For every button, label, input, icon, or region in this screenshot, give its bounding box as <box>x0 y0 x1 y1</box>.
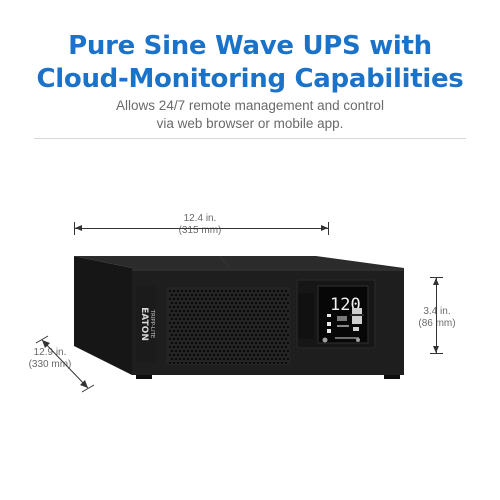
width-arrow-left-icon <box>75 225 82 231</box>
width-tick-left <box>74 222 75 235</box>
ups-top-face <box>74 256 404 268</box>
display-side-panel <box>298 293 314 339</box>
menu-button-icon <box>356 338 360 342</box>
width-dimension-label: 12.4 in. (315 mm) <box>150 213 250 237</box>
ventilation-grille <box>166 287 290 365</box>
page-heading: Pure Sine Wave UPS with Cloud-Monitoring… <box>0 30 500 96</box>
depth-arrow-top-icon <box>42 340 50 348</box>
ups-side-face <box>74 256 132 375</box>
height-arrow-up-icon <box>432 278 439 285</box>
width-arrow-right-icon <box>321 225 328 231</box>
width-tick-right <box>328 222 329 235</box>
brand-sub-logo: TRIPP-LITE <box>149 309 155 339</box>
header-divider <box>34 138 466 139</box>
depth-imperial: 12.9 in. <box>33 347 67 358</box>
height-tick-top <box>430 277 443 278</box>
depth-dimension-label: 12.9 in. (330 mm) <box>22 347 78 371</box>
height-arrow-down-icon <box>432 346 439 353</box>
lcd-indicator-icon <box>327 314 331 317</box>
brand-panel <box>136 286 156 362</box>
page-subheading: Allows 24/7 remote management and contro… <box>0 97 500 133</box>
width-metric: (315 mm) <box>178 225 222 236</box>
depth-arrow-bottom-icon <box>80 380 88 388</box>
height-dimension-line <box>436 278 437 353</box>
ups-foot-right <box>384 375 400 379</box>
lcd-battery-icon <box>337 316 347 321</box>
depth-metric: (330 mm) <box>28 359 72 370</box>
depth-dimension-line <box>35 335 95 393</box>
subheading-line-1: Allows 24/7 remote management and contro… <box>116 98 384 113</box>
heading-line-2: Cloud-Monitoring Capabilities <box>36 64 464 94</box>
height-tick-bottom <box>430 353 443 354</box>
subheading-line-2: via web browser or mobile app. <box>156 116 344 131</box>
width-imperial: 12.4 in. <box>183 213 217 224</box>
power-button-icon <box>322 337 328 343</box>
ups-foot-left <box>136 375 152 379</box>
heading-line-1: Pure Sine Wave UPS with <box>68 31 432 61</box>
height-imperial: 3.4 in. <box>423 306 451 317</box>
width-dimension-line <box>75 228 328 229</box>
brand-logo: EATON <box>139 307 149 341</box>
